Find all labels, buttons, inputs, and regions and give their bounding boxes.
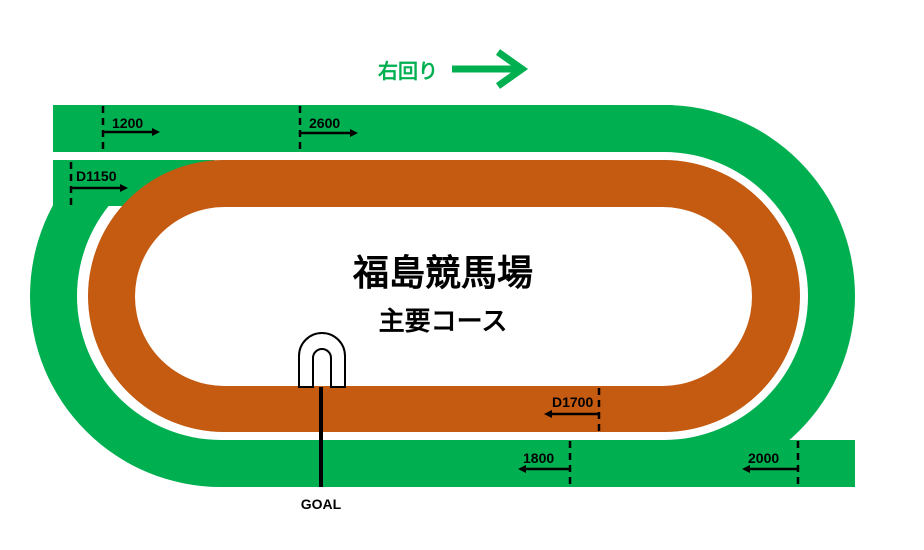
direction-label: 右回り [378,59,438,83]
marker-2000: 2000 [742,441,800,487]
course-subtitle: 主要コース [379,307,508,337]
svg-text:1200: 1200 [112,115,143,131]
goal-post-icon [298,332,346,388]
marker-2600: 2600 [298,106,358,152]
marker-d1700: D1700 [544,388,601,432]
goal-label: GOAL [301,496,342,512]
svg-text:D1150: D1150 [76,168,117,184]
svg-text:2600: 2600 [309,115,340,131]
svg-text:2000: 2000 [748,450,779,466]
svg-text:1800: 1800 [523,450,554,466]
course-name: 福島競馬場 [352,253,533,294]
turf-top-chute [53,105,673,152]
marker-d1150: D1150 [69,162,128,207]
turf-home-straight [221,440,855,487]
marker-1200: 1200 [101,106,160,152]
direction-arrow-icon [452,49,529,89]
marker-1800: 1800 [518,441,572,487]
svg-text:D1700: D1700 [552,394,593,410]
dirt-course [88,160,800,432]
